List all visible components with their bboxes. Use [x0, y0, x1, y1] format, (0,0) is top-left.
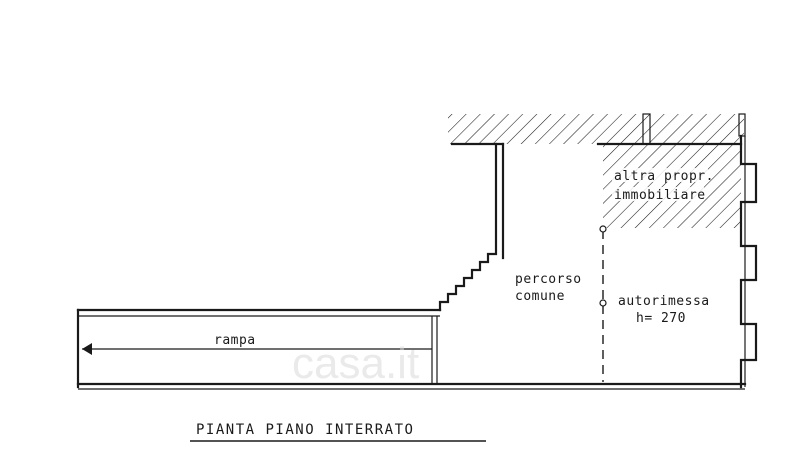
label-height: h= 270 [636, 311, 686, 326]
label-percorso: percorso [515, 272, 582, 287]
label-immobiliare: immobiliare [614, 188, 706, 203]
ramp-arrow-head [82, 343, 92, 355]
label-autorimessa: autorimessa [618, 294, 710, 309]
hatched-wall-top [448, 114, 744, 144]
label-altra-propr: altra propr. [614, 169, 714, 184]
column-dot-top [599, 225, 607, 233]
stair-steps [448, 253, 496, 295]
label-comune: comune [515, 289, 565, 304]
watermark-text: casa.it [292, 339, 419, 388]
column-dot-mid [599, 299, 607, 307]
right-wall [739, 134, 758, 389]
pillar-top [642, 113, 651, 145]
stair-wall [438, 142, 498, 312]
label-rampa: rampa [214, 333, 256, 348]
hatched-other-property [603, 144, 741, 228]
plan-title: PIANTA PIANO INTERRATO [196, 422, 414, 438]
